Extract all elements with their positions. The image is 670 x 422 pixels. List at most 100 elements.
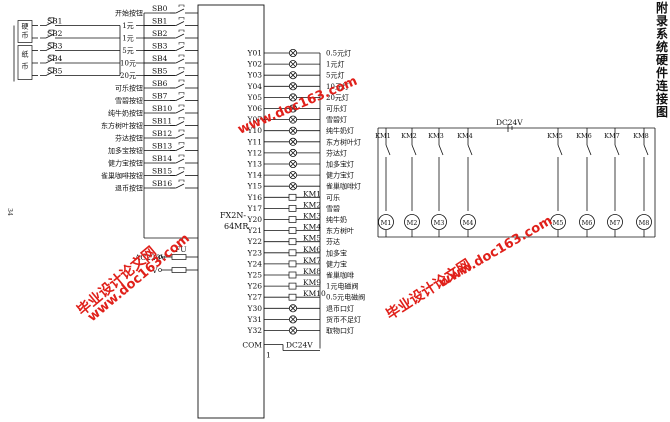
output-lamp-icon	[288, 49, 297, 58]
output-lamp-icon	[288, 137, 297, 146]
input-desc: 雀巢咖啡按钮	[101, 171, 143, 180]
switch-label-coin: SB4	[47, 54, 63, 63]
switch-sb7-icon	[170, 92, 192, 101]
switch-coin-icon	[40, 29, 62, 39]
bill-group-label: 纸	[22, 50, 29, 59]
switch-label-sb12: SB12	[152, 129, 172, 138]
page-title-char: 系	[656, 26, 668, 41]
switch-blade	[170, 108, 185, 114]
switch-button	[48, 54, 55, 57]
switch-button	[48, 67, 55, 70]
output-desc: 芬达	[326, 237, 340, 246]
switch-sb15-icon	[170, 167, 192, 176]
switch-label-sb14: SB14	[152, 154, 172, 163]
switch-label-sb0: SB0	[152, 4, 168, 13]
contactor-label-km1: KM1	[375, 132, 391, 140]
output-desc: 东方树叶灯	[326, 137, 361, 146]
output-desc: 健力宝	[326, 259, 347, 268]
motor-icon	[550, 214, 566, 230]
output-lamp-icon	[288, 304, 297, 313]
output-desc: 可乐灯	[326, 104, 347, 113]
motor-icon	[579, 214, 595, 230]
switch-sb10-icon	[170, 104, 192, 114]
contactor-label-km8: KM8	[633, 132, 649, 140]
input-desc-coin: 1元	[122, 22, 133, 30]
contactor-icon	[411, 144, 417, 156]
lamp-cross	[290, 94, 296, 101]
lamp-cross	[290, 316, 296, 323]
output-address-y03: Y03	[247, 71, 263, 80]
switch-button	[178, 17, 185, 20]
lamp-cross	[290, 61, 296, 67]
switch-button	[178, 79, 185, 82]
plc-com-output-sub: 1	[266, 351, 271, 360]
output-address-y06: Y06	[247, 104, 263, 113]
output-desc: 加多宝灯	[326, 160, 354, 169]
motor-label-m3: M3	[434, 219, 445, 227]
switch-button	[178, 142, 185, 145]
output-address-y25: Y25	[247, 271, 263, 280]
output-address-y07: Y07	[247, 115, 263, 124]
output-lamp-icon	[288, 326, 297, 335]
input-desc: 雪碧按钮	[115, 96, 143, 105]
motor-label-m4: M4	[463, 219, 474, 227]
input-desc-coin: 5元	[122, 47, 133, 55]
coil-label-km10: KM10	[303, 289, 326, 298]
switch-sb13-icon	[170, 142, 192, 151]
switch-sb2-icon	[170, 29, 192, 39]
output-desc: 雀巢咖啡	[326, 271, 354, 280]
lamp-cross	[290, 50, 296, 56]
page-title-char: 连	[656, 78, 669, 93]
output-lamp-icon	[288, 60, 297, 69]
output-address-y27: Y27	[247, 293, 263, 302]
contactor-icon	[467, 144, 473, 156]
coin-group-box	[17, 20, 33, 43]
output-address-y24: Y24	[247, 259, 263, 268]
dc-bottom-label: DC24V	[286, 341, 313, 350]
bill-group-label: 币	[22, 63, 29, 71]
motor-label-m8: M8	[639, 219, 650, 227]
output-lamp-icon	[288, 148, 297, 157]
watermark-url: www.doc163.com	[85, 231, 193, 325]
contactor-label-km4: KM4	[457, 132, 473, 140]
lamp-cross	[290, 161, 296, 167]
switch-sb0-icon	[170, 4, 192, 14]
relay-coil-icon	[288, 238, 297, 246]
output-lamp-icon	[288, 126, 297, 135]
page-title-char: 统	[656, 39, 668, 54]
switch-blade	[40, 21, 55, 26]
input-desc: 退币按钮	[115, 184, 143, 193]
switch-blade	[170, 46, 185, 51]
output-desc: 1元电磁阀	[326, 282, 358, 291]
output-address-y15: Y15	[247, 182, 263, 191]
output-address-y20: Y20	[247, 215, 263, 224]
input-desc: 健力宝按钮	[108, 159, 143, 168]
switch-label-coin: SB3	[47, 42, 63, 51]
switch-button	[178, 179, 185, 182]
output-lamp-icon	[288, 93, 297, 102]
coil-label-km2: KM2	[303, 200, 321, 209]
switch-label-sb16: SB16	[152, 179, 172, 188]
switch-blade	[40, 71, 55, 76]
motor-section: DC24VKM1M1KM2M2KM3M3KM4M4KM5M5KM6M6KM7M7…	[375, 118, 656, 238]
switch-sb14-icon	[170, 154, 192, 164]
output-desc: 退币口灯	[326, 304, 354, 313]
input-section: X00SB0X01SB1X02SB2X03SB3X04SB4X05SB5X06S…	[13, 4, 220, 275]
switch-button	[48, 29, 55, 32]
switch-label-sb13: SB13	[152, 142, 172, 151]
switch-sb5-icon	[170, 67, 192, 76]
output-desc: 健力宝灯	[326, 171, 354, 180]
contactor-label-km2: KM2	[401, 132, 417, 140]
lamp-cross	[290, 139, 296, 145]
output-address-y32: Y32	[247, 326, 263, 335]
output-address-y12: Y12	[247, 148, 263, 157]
output-desc: 雀巢咖啡灯	[326, 182, 361, 191]
terminal-icon	[158, 255, 162, 259]
switch-blade	[170, 58, 185, 64]
input-desc: 芬达按钮	[115, 134, 143, 143]
output-address-y21: Y21	[247, 226, 263, 235]
switch-blade	[170, 171, 185, 176]
switch-button	[48, 17, 55, 20]
switch-button	[178, 92, 185, 95]
